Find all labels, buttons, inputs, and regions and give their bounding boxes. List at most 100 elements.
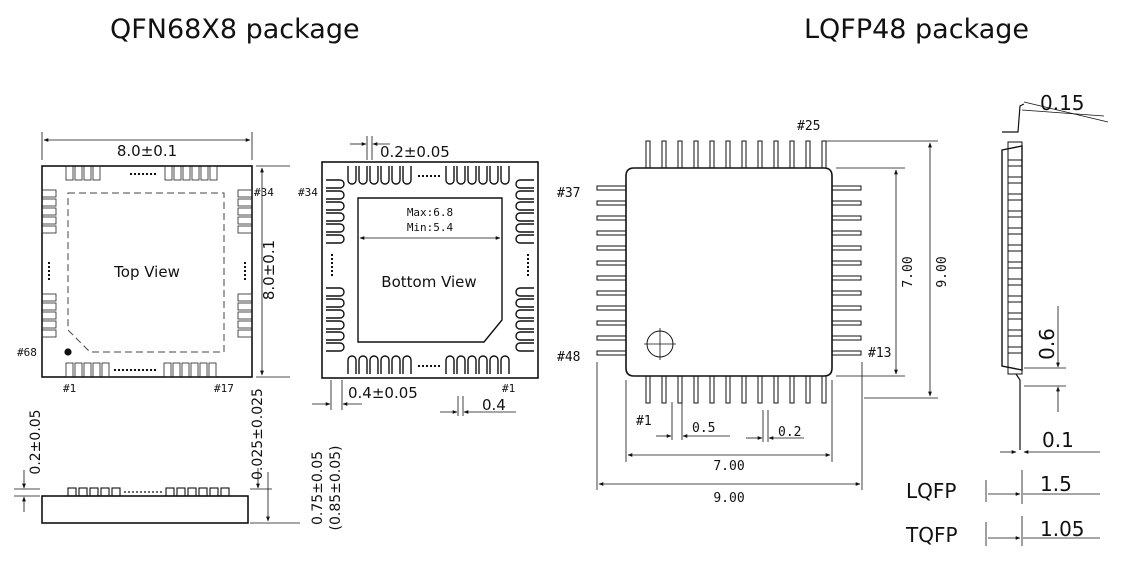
pin1-dot xyxy=(64,348,72,356)
qfn-side-leads xyxy=(67,487,230,497)
qfn-bottom-pad xyxy=(467,355,477,374)
lqfp-pin37: #37 xyxy=(557,186,580,201)
lqfp-side-lead xyxy=(1007,295,1023,303)
qfn-top-pad xyxy=(237,198,253,207)
qfn-top-pin1: #1 xyxy=(63,382,76,395)
lqfp-pin xyxy=(661,375,667,404)
qfn-bottom-pad xyxy=(358,166,368,185)
lqfp-side-lead xyxy=(1007,346,1023,354)
qfn-bottom-pad xyxy=(515,190,534,200)
qfn-exposed-pad xyxy=(357,197,503,343)
qfn-top-pad xyxy=(237,329,253,338)
qfn-bottom-pad xyxy=(347,355,357,374)
qfn-top-pad xyxy=(41,320,57,329)
qfn-top-pad xyxy=(173,165,182,181)
qfn-bottom-pad xyxy=(402,166,412,185)
qfn-bottom-pad xyxy=(380,355,390,374)
lqfp-pin xyxy=(596,320,627,326)
lead-height-label: 0.2±0.05 xyxy=(28,409,44,474)
qfn-bottom-pad xyxy=(489,166,499,185)
qfn-bottom-pad xyxy=(515,223,534,233)
qfn-top-pad xyxy=(65,165,74,181)
qfn-bottom-pad xyxy=(326,331,345,341)
lqfp-pin xyxy=(596,275,627,281)
lqfp-side-lead xyxy=(1007,159,1023,167)
qfn-top-pad xyxy=(41,293,57,302)
pad-max-label: Max:6.8 xyxy=(407,206,453,219)
qfn-bottom-body xyxy=(321,161,539,379)
lqfp-side-lead xyxy=(1007,329,1023,337)
qfn-side-lead xyxy=(89,487,99,497)
qfn-bottom-pad xyxy=(515,287,534,297)
qfn-side-lead xyxy=(198,487,208,497)
lqfp-pin xyxy=(831,320,862,326)
qfn-bottom-pad xyxy=(445,166,455,185)
lqfp-side-view: 0.15 0.6 0.1 LQFP 1.5 TQFP 1.05 xyxy=(905,91,1109,547)
lqfp-pin xyxy=(596,230,627,236)
lqfp-top-view: #37 #25 #48 #13 #1 0.5 0.2 7.00 9.00 7.0… xyxy=(557,119,950,506)
qfn-top-pad xyxy=(200,165,209,181)
qfn-top-pad xyxy=(191,165,200,181)
qfn-bottom-pad xyxy=(326,287,345,297)
qfn-bottom-pad xyxy=(515,201,534,211)
qfn-side-lead xyxy=(78,487,88,497)
tqfp-label: TQFP xyxy=(905,523,958,547)
qfn-bottom-pin34: #34 xyxy=(298,186,318,199)
qfn-bottom-pad xyxy=(369,355,379,374)
pad-len-label: 0.4 xyxy=(482,396,506,414)
lqfp-pin xyxy=(677,140,683,169)
qfn-bottom-pad xyxy=(456,355,466,374)
qfn-bottom-pad xyxy=(369,166,379,185)
lqfp-pin xyxy=(741,375,747,404)
qfn-bottom-view-label: Bottom View xyxy=(381,273,476,291)
qfn-top-pad xyxy=(237,320,253,329)
qfn-top-pad xyxy=(209,165,218,181)
lqfp-pin xyxy=(677,375,683,404)
standoff-01-label: 0.1 xyxy=(1042,428,1074,452)
lqfp-pin xyxy=(693,140,699,169)
pad-width-label: 0.4±0.05 xyxy=(348,384,418,402)
lqfp-pin xyxy=(831,350,862,356)
lqfp-pin xyxy=(596,260,627,266)
qfn-bottom-pad xyxy=(326,234,345,244)
lqfp-pin xyxy=(805,140,811,169)
lqfp-pin xyxy=(725,375,731,404)
lqfp-pin xyxy=(831,245,862,251)
qfn-top-pad xyxy=(41,302,57,311)
qfn-bottom-pad xyxy=(489,355,499,374)
lqfp-pin xyxy=(596,215,627,221)
qfn-side-lead xyxy=(67,487,77,497)
qfn-bottom-pad xyxy=(326,201,345,211)
qfn-top-pad xyxy=(237,225,253,234)
qfn-bottom-pad xyxy=(326,320,345,330)
lqfp-side-lead xyxy=(1007,244,1023,252)
lqfp-side-lead xyxy=(1007,312,1023,320)
qfn-side-view: 0.2±0.05 0.025±0.025 0.75±0.05 (0.85±0.0… xyxy=(14,388,344,531)
qfn-top-pad xyxy=(172,362,181,378)
qfn-top-pad xyxy=(208,362,217,378)
lqfp-overall-label: 9.00 xyxy=(713,491,744,506)
qfn-bottom-pad xyxy=(402,355,412,374)
qfn-bottom-view: Max:6.8 Min:5.4 Bottom View #34 #1 0.2±0… xyxy=(298,136,539,416)
lqfp-pin xyxy=(831,275,862,281)
lqfp-pin xyxy=(773,140,779,169)
lqfp-pin1: #1 xyxy=(636,414,652,429)
qfn-bottom-pad xyxy=(515,309,534,319)
qfn-top-pad xyxy=(41,198,57,207)
qfn-top-pin17: #17 xyxy=(214,382,234,395)
lqfp-pin xyxy=(596,185,627,191)
qfn-side-lead xyxy=(111,487,121,497)
lqfp-pin xyxy=(773,375,779,404)
qfn-side-lead xyxy=(187,487,197,497)
qfn-top-pad xyxy=(164,165,173,181)
foot-len-label: 0.6 xyxy=(1035,328,1059,360)
lqfp-side-lead xyxy=(1007,261,1023,269)
qfn-side-lead xyxy=(165,487,175,497)
qfn-top-pins xyxy=(41,165,253,378)
qfn-bottom-pad xyxy=(515,234,534,244)
qfn-top-pad xyxy=(41,216,57,225)
qfn-top-pad xyxy=(182,165,191,181)
lqfp-pin xyxy=(757,140,763,169)
lqfp-pin xyxy=(831,260,862,266)
lqfp-body xyxy=(625,167,833,377)
